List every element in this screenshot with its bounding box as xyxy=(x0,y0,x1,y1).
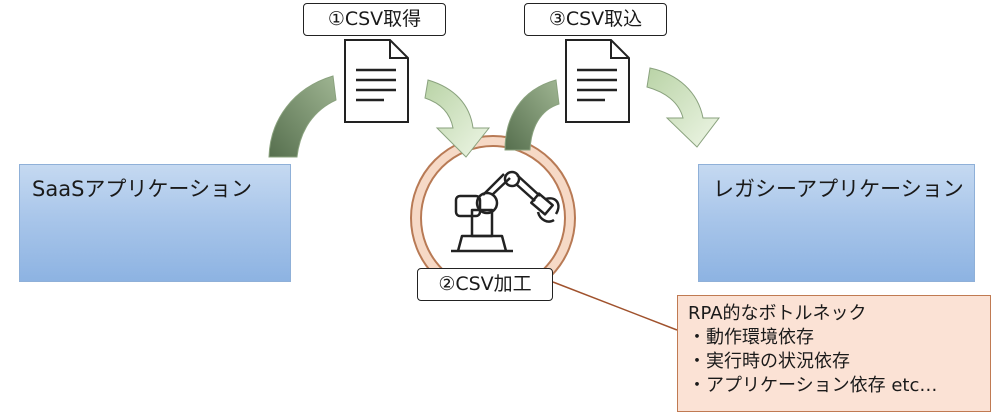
robot-arm-icon xyxy=(451,170,560,253)
bottleneck-note-box: RPA的なボトルネック ・動作環境依存 ・実行時の状況依存 ・アプリケーション依… xyxy=(677,295,991,412)
note-item: ・実行時の状況依存 xyxy=(688,351,850,372)
arrow-saas-to-doc xyxy=(268,75,337,158)
step2-csv-process-label: ②CSV加工 xyxy=(417,268,553,301)
document-icon xyxy=(344,39,409,123)
arrow-doc-to-robot xyxy=(424,79,491,158)
arrow-robot-to-doc xyxy=(504,79,560,151)
note-title: RPA的なボトルネック xyxy=(688,303,867,324)
note-item: ・動作環境依存 xyxy=(688,327,814,348)
step3-csv-import-label: ③CSV取込 xyxy=(524,3,667,36)
saas-application-box: SaaSアプリケーション xyxy=(19,164,291,282)
note-connector-line xyxy=(552,281,678,331)
legacy-application-box: レガシーアプリケーション xyxy=(698,164,975,282)
note-item: ・アプリケーション依存 etc… xyxy=(688,375,938,396)
legacy-application-label: レガシーアプリケーション xyxy=(713,177,964,201)
saas-application-label: SaaSアプリケーション xyxy=(32,177,252,201)
document-icon xyxy=(565,39,630,123)
arrow-doc-to-legacy xyxy=(646,67,721,148)
step1-csv-get-label: ①CSV取得 xyxy=(303,3,446,36)
